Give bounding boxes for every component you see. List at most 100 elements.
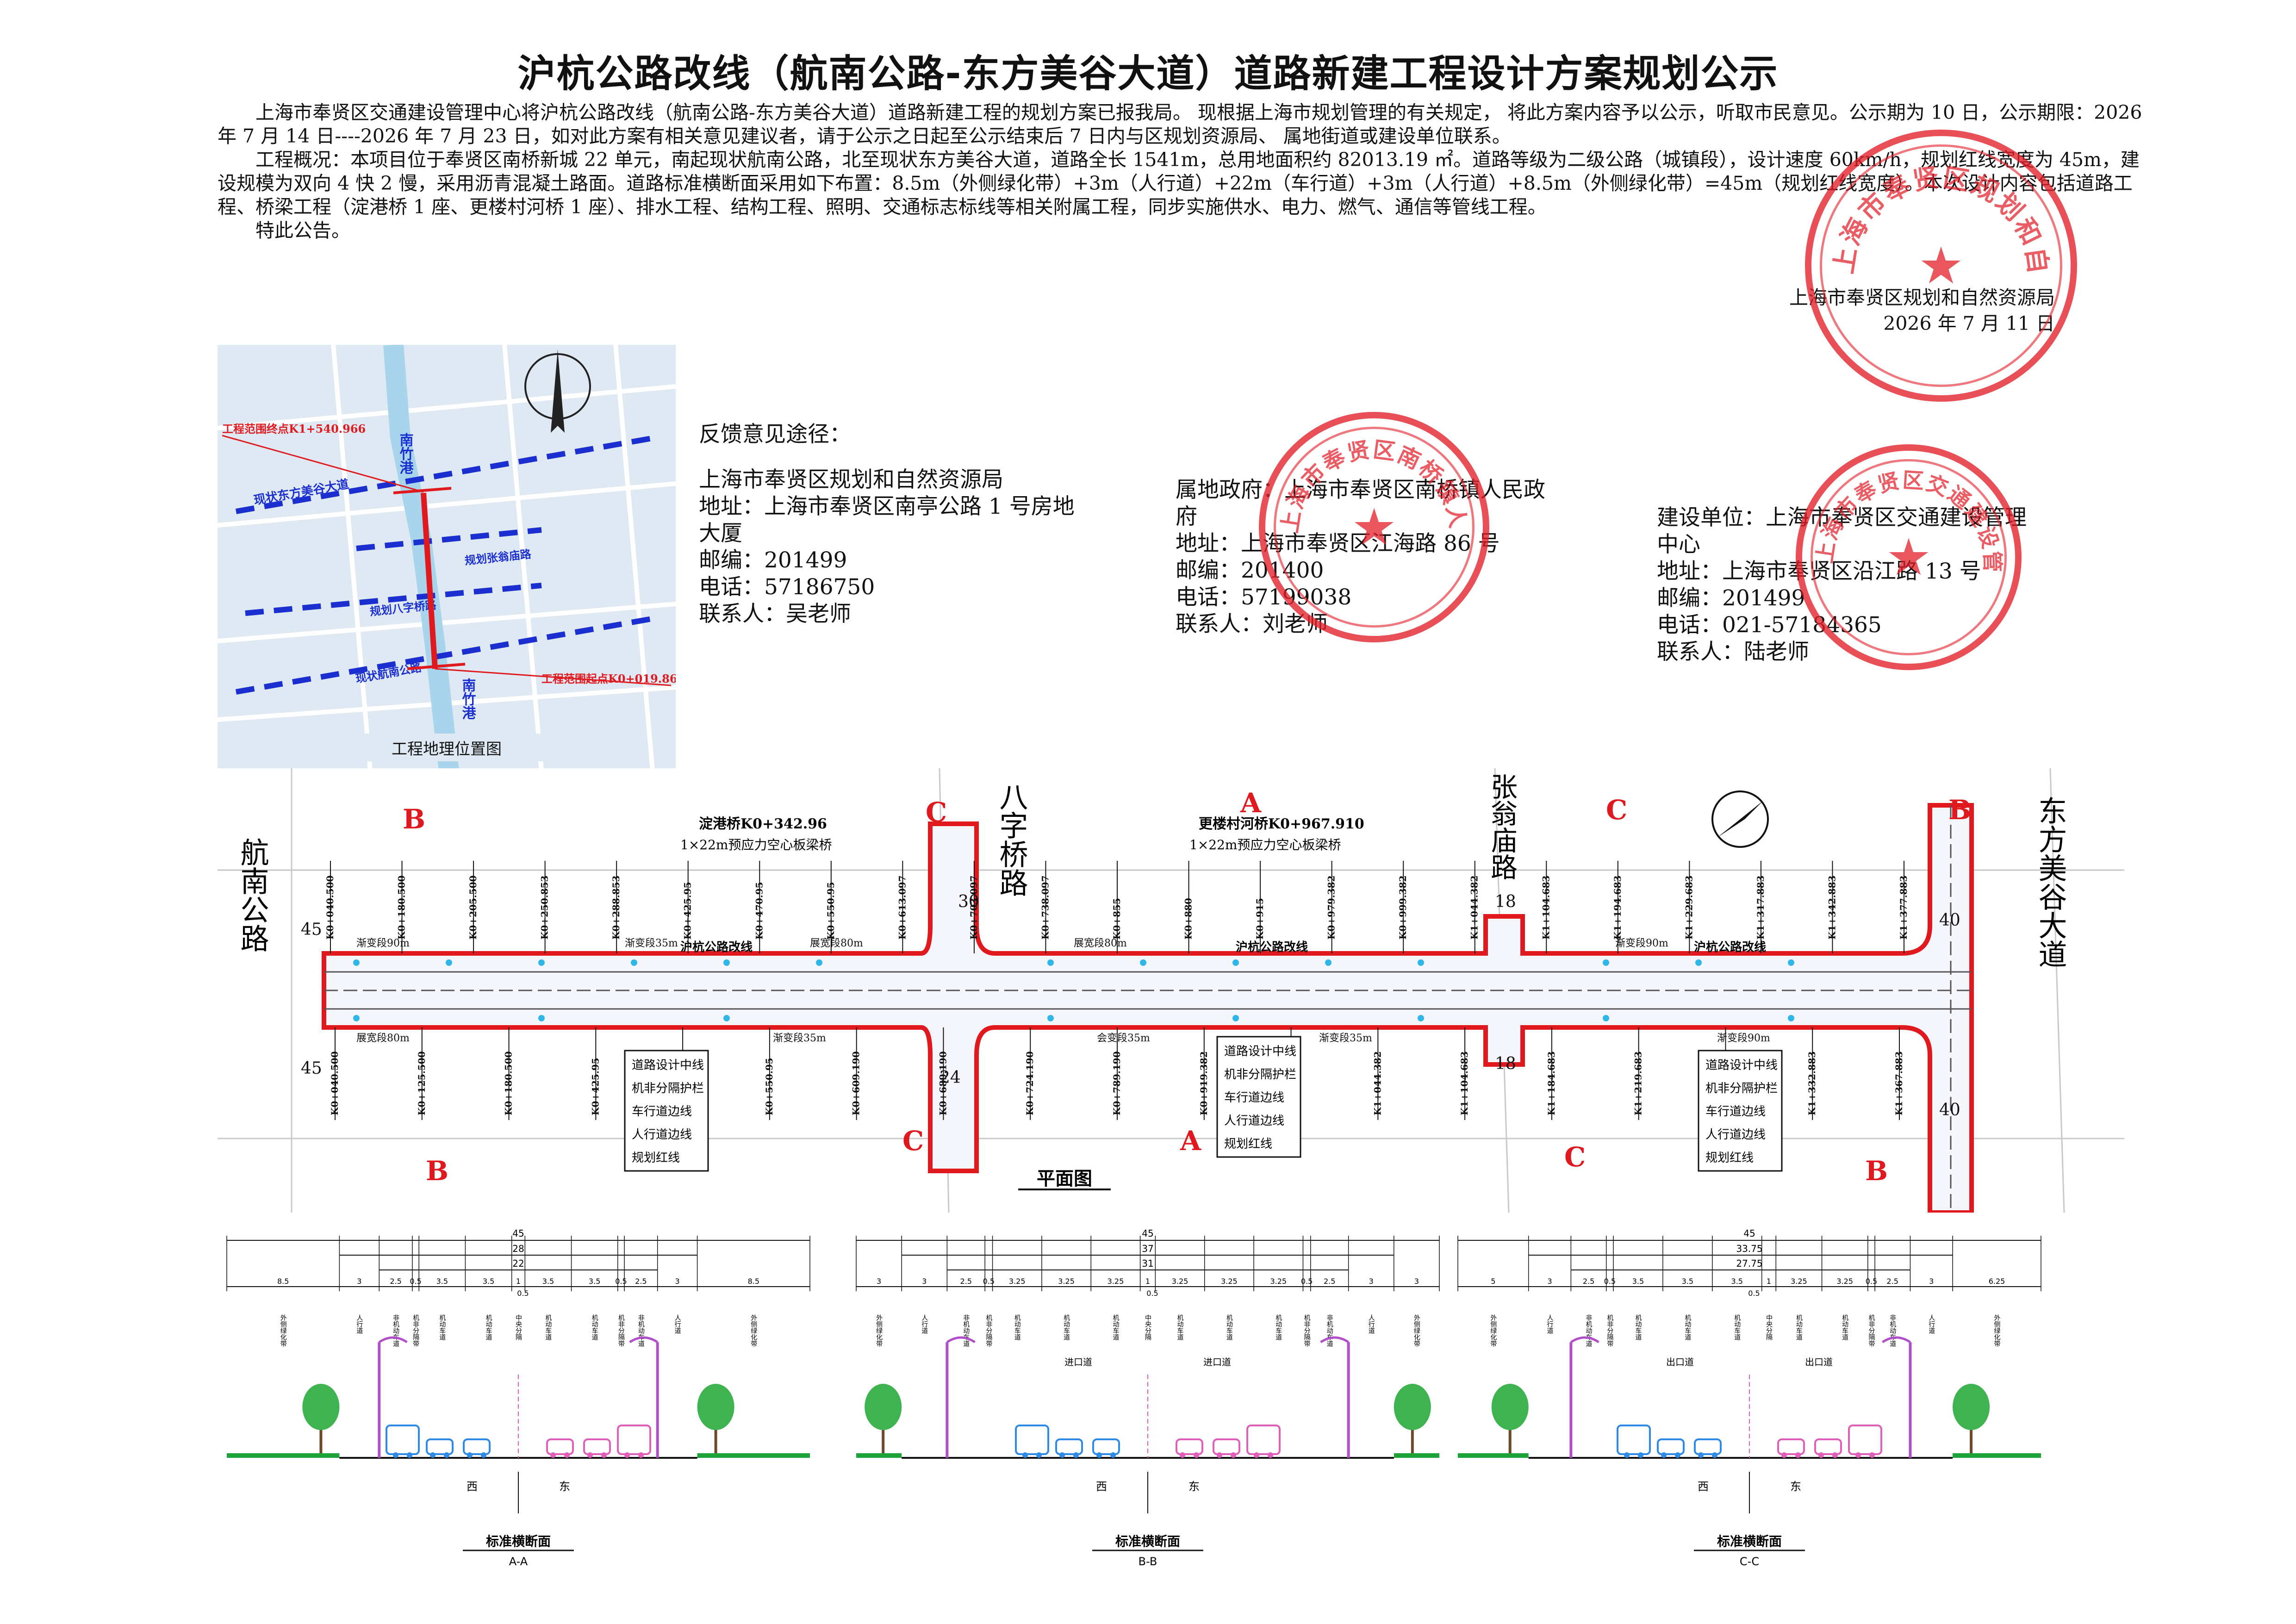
zone-label: 机动车道 [1684, 1314, 1691, 1341]
bridge-label: 淀港桥K0+342.96 [699, 816, 827, 832]
bridge-type: 1×22m预应力空心板梁桥 [1189, 837, 1341, 852]
zone-label: 人行道 [1928, 1314, 1935, 1334]
zone-label: 人行道 [674, 1314, 681, 1334]
svg-text:上海市奉贤区规划和自然资源局: 上海市奉贤区规划和自然资源局 [1811, 136, 2053, 277]
plan-legend: 道路设计中线 机非分隔护栏 车行道边线 人行道边线 规划红线 [1216, 1036, 1301, 1158]
feedback-line: 联系人：吴老师 [699, 601, 851, 627]
zone-label: 非机动车道 [392, 1314, 399, 1347]
station-label: K0+205.500 [467, 875, 479, 940]
road-name-label: 沪杭公路改线 [1694, 940, 1766, 954]
dim-inner: 27.75 [1736, 1258, 1762, 1269]
dim-segment: 3.25 [1791, 1277, 1807, 1286]
street-lamp-icon [1569, 1336, 1599, 1458]
tree-icon [865, 1384, 902, 1453]
section-mark-b: B [403, 803, 425, 835]
dim-inner: 22 [512, 1258, 524, 1269]
direction-east: 东 [559, 1480, 570, 1493]
legend-item: 人行道边线 [1705, 1128, 1766, 1142]
section-mark-c: C [926, 796, 947, 828]
dim-segment: 3.25 [1009, 1277, 1026, 1286]
legend-item: 规划红线 [632, 1151, 680, 1165]
zone-label: 机非分隔带 [985, 1314, 992, 1347]
notice-body: 上海市奉贤区交通建设管理中心将沪杭公路改线（航南公路-东方美谷大道）道路新建工程… [218, 101, 2152, 243]
dim-small: 0.5 [1748, 1289, 1760, 1298]
dim-segment: 0.5 [1301, 1277, 1313, 1286]
road-label-dongfang: 东方美谷大道 [2034, 796, 2067, 968]
lane-lines [324, 805, 1972, 1213]
builder-line: 联系人：陆老师 [1657, 639, 1809, 665]
legend-item: 道路设计中线 [632, 1058, 704, 1072]
dim-total: 45 [1142, 1228, 1153, 1239]
project-route [421, 492, 438, 669]
legend-item: 规划红线 [1705, 1151, 1754, 1165]
zone-label: 人行道 [1546, 1314, 1554, 1334]
seal-text-arc: 上海市奉贤区交通建设管理中心 [1802, 451, 2004, 574]
width-label: 40 [1939, 1101, 1960, 1120]
zone-label: 机非分隔带 [617, 1314, 625, 1347]
end-leader [222, 435, 424, 493]
dim-small: 0.5 [517, 1289, 529, 1298]
zone-label: 中央分隔 [515, 1314, 522, 1340]
segment-label: 渐变段35m [773, 1033, 826, 1044]
feedback-block: 反馈意见途径： 上海市奉贤区规划和自然资源局 地址：上海市奉贤区南亭公路 1 号… [699, 421, 1075, 628]
dim-segment: 3.25 [1221, 1277, 1238, 1286]
dim-segment: 3.25 [1270, 1277, 1287, 1286]
bridge-label: 更楼村河桥K0+967.910 [1199, 816, 1364, 832]
tree-icon [697, 1384, 734, 1453]
dim-segment: 3 [1369, 1277, 1374, 1286]
location-map: 南竹港 南竹港 现状东方美谷大道 规划张翁庙路 规划八字桥路 现状航南公路 工程… [218, 345, 676, 771]
street-lamp-icon [378, 1336, 408, 1458]
station-label: K0+425.95 [590, 1058, 601, 1115]
feedback-line: 邮编：201499 [699, 548, 847, 573]
segment-label: 渐变段35m [625, 938, 678, 949]
builder-line: 邮编：201499 [1657, 585, 1805, 611]
river-label: 南竹港 [460, 678, 476, 720]
bus-icon [1848, 1425, 1882, 1458]
bus-icon [386, 1425, 420, 1458]
bus-icon [1246, 1425, 1281, 1458]
station-label: K0+689.190 [937, 1051, 948, 1115]
builder-line: 中心 [1657, 532, 1700, 557]
segment-label: 渐变段90m [1615, 938, 1668, 949]
section-mark-a: A [1240, 787, 1262, 819]
zone-label: 机动车道 [1063, 1314, 1070, 1341]
zone-label: 人行道 [355, 1314, 363, 1334]
map-caption: 工程地理位置图 [392, 740, 502, 759]
zone-label: 机动车道 [1733, 1314, 1741, 1341]
feedback-heading: 反馈意见途径： [699, 422, 851, 447]
dim-segment: 2.5 [635, 1277, 647, 1286]
car-icon [583, 1438, 611, 1458]
lane-note: 进口道 [1203, 1356, 1231, 1368]
segment-label: 会变段35m [1097, 1033, 1150, 1044]
dim-segment: 0.5 [1866, 1277, 1877, 1286]
dim-segment: 3.5 [483, 1277, 494, 1286]
plan-view: 航南公路 八字桥路 张翁庙路 东方美谷大道 沪杭公路改线 沪杭公路改线 沪杭公路… [218, 768, 2124, 1213]
street-lamp-icon [629, 1336, 659, 1458]
segment-label: 展宽段80m [810, 938, 863, 949]
dim-segment: 8.5 [277, 1277, 289, 1286]
end-station-label: 工程范围终点K1+540.966 [222, 422, 366, 436]
zone-label: 外侧绿化带 [875, 1314, 883, 1347]
dim-segment: 0.5 [983, 1277, 995, 1286]
map-roads [235, 435, 658, 695]
car-icon [1092, 1438, 1120, 1458]
section-mark-b: B [426, 1155, 448, 1187]
section-mark-c: C [902, 1125, 924, 1157]
zone-label: 外侧绿化带 [280, 1314, 287, 1347]
seal-ring [1820, 144, 2062, 387]
zone-label: 机非分隔带 [1867, 1314, 1875, 1347]
page-title: 沪杭公路改线（航南公路-东方美谷大道）道路新建工程设计方案规划公示 [517, 52, 1779, 96]
tree-icon [1953, 1384, 1990, 1453]
seal-ring [1811, 459, 2007, 655]
dim-segment: 3.5 [436, 1277, 448, 1286]
zone-label: 非机动车道 [1585, 1314, 1593, 1347]
section-caption: 标准横断面 [1115, 1534, 1180, 1549]
bus-icon [1617, 1425, 1651, 1458]
legend-item: 规划红线 [1224, 1137, 1272, 1151]
zone-label: 机动车道 [438, 1314, 446, 1341]
legend-item: 机非分隔护栏 [632, 1082, 704, 1095]
green-belt [227, 1453, 340, 1458]
